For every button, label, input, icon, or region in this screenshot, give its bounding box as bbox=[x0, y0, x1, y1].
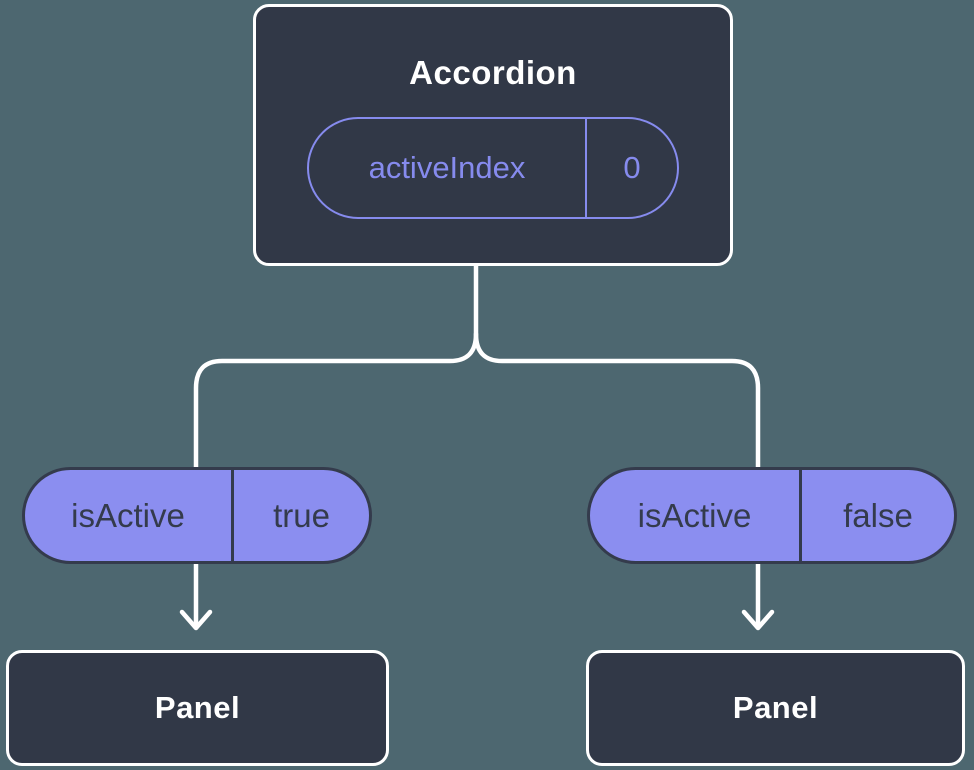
panel-node-title: Panel bbox=[732, 690, 819, 725]
branch-line-right bbox=[473, 331, 761, 471]
prop-name-label: isActive bbox=[590, 470, 802, 561]
panel-node-title: Panel bbox=[154, 690, 241, 725]
panel-node-right: Panel bbox=[586, 650, 965, 766]
is-active-pill-true: isActive true bbox=[22, 467, 372, 564]
prop-name-label: activeIndex bbox=[309, 119, 587, 217]
is-active-pill-false: isActive false bbox=[587, 467, 957, 564]
panel-node-left: Panel bbox=[6, 650, 389, 766]
accordion-node-title: Accordion bbox=[409, 54, 577, 91]
arrow-down-right-head-icon bbox=[741, 609, 775, 631]
prop-name-label: isActive bbox=[25, 470, 234, 561]
prop-value-label: false bbox=[843, 496, 913, 534]
accordion-node: Accordion activeIndex 0 bbox=[253, 4, 733, 266]
active-index-prop-pill: activeIndex 0 bbox=[307, 117, 679, 219]
prop-value-label: true bbox=[273, 496, 330, 534]
prop-value-label: 0 bbox=[623, 150, 641, 185]
branch-line-left bbox=[193, 263, 479, 471]
arrow-down-left-head-icon bbox=[179, 609, 213, 631]
